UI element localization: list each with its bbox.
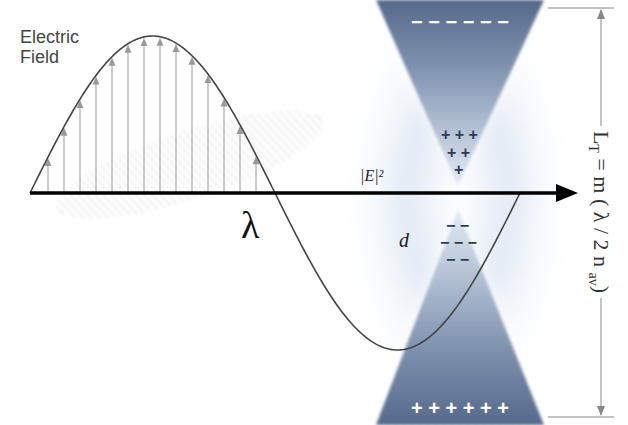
formula-part: = m ( λ / 2 n [589, 158, 614, 267]
edge-glow [372, 0, 548, 188]
propagation-axis [30, 191, 560, 195]
formula-part: av [586, 273, 601, 286]
field-vector-head [157, 38, 164, 46]
field-vector [224, 103, 225, 193]
field-vector [192, 62, 193, 193]
field-vector [112, 63, 113, 193]
field-vector [208, 80, 209, 193]
length-formula: LT = m ( λ / 2 n av) [588, 126, 614, 298]
field-vector [144, 43, 145, 193]
intensity-beam [46, 89, 333, 240]
field-vector [176, 49, 177, 193]
charge-signs: + + + [441, 126, 478, 144]
wavelength-symbol: λ [241, 205, 259, 247]
charge-signs: + + + + + + [411, 397, 509, 419]
field-vector [256, 161, 257, 193]
charge-signs: − − [446, 251, 469, 269]
field-vector [80, 105, 81, 193]
formula-part: L [589, 131, 614, 144]
charge-signs: − − − [440, 234, 477, 252]
bottom-antenna-arm [376, 210, 544, 425]
intensity-label: |E|² [360, 167, 383, 185]
dimension-arrowhead [597, 9, 605, 19]
dimension-tick [548, 417, 614, 418]
dimension-tick [548, 8, 614, 9]
charge-signs: + [454, 161, 463, 179]
charge-signs: − − [446, 217, 469, 235]
dimension-arrowhead [597, 406, 605, 416]
field-vector [128, 50, 129, 193]
axis-arrowhead [556, 184, 578, 202]
gap-label: d [399, 229, 409, 251]
field-label: Electric Field [20, 28, 100, 68]
formula-part: T [586, 144, 601, 153]
field-vector [96, 81, 97, 193]
top-antenna-arm [376, 0, 544, 186]
formula-part: ) [589, 286, 614, 293]
charge-signs: + + [447, 144, 470, 162]
field-vector [160, 43, 161, 193]
edge-glow [372, 208, 548, 425]
field-vector [64, 133, 65, 193]
charge-signs: − − − − − − [411, 11, 509, 33]
field-glow [338, 0, 578, 425]
field-vector-head [141, 38, 148, 46]
field-vector [48, 163, 49, 193]
field-vector [240, 131, 241, 193]
field-vectors [45, 38, 260, 193]
